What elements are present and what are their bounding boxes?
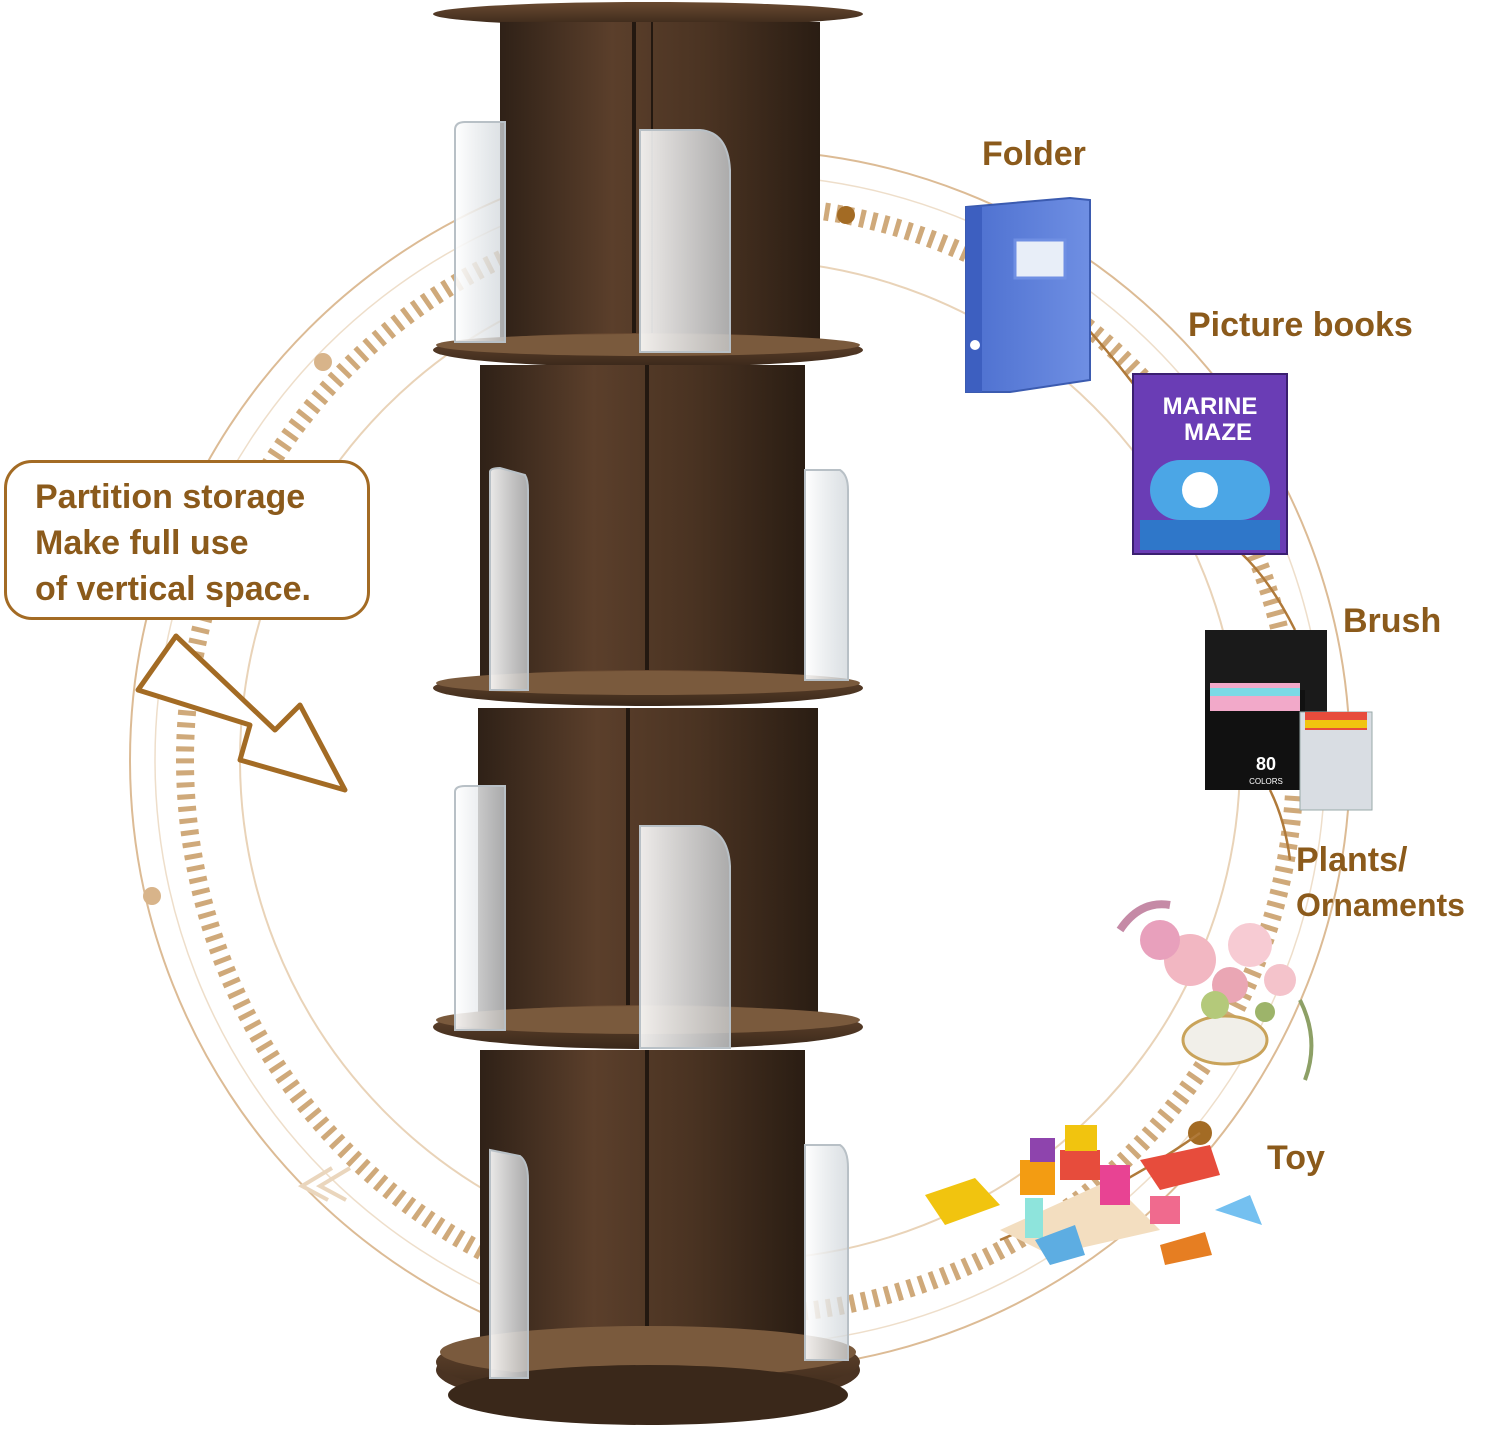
ring-dot-left-top [314, 353, 332, 371]
marker-count: 80 [1256, 754, 1276, 774]
folder-label: Folder [982, 135, 1086, 173]
brush-label: Brush [1343, 602, 1441, 640]
callout-line-3: of vertical space. [35, 570, 311, 608]
ring-dot-top [837, 206, 855, 224]
marker-colors-text: COLORS [1249, 777, 1283, 786]
picture-book-icon: MARINE MAZE [1132, 373, 1288, 555]
partition-storage-callout: Partition storage Make full use of verti… [4, 460, 370, 620]
folder-icon [965, 196, 1091, 393]
book-title-line-1: MARINE [1163, 393, 1258, 420]
shape-sorter-toy-icon [925, 1125, 1262, 1265]
picture-books-label: Picture books [1188, 306, 1413, 344]
rotating-bookshelf [433, 2, 863, 1425]
callout-line-1: Partition storage [35, 478, 306, 516]
plants-label-line-1: Plants/ [1296, 841, 1408, 879]
marker-set-icon: 80 COLORS [1205, 630, 1373, 811]
acrylic-divider [454, 121, 849, 1379]
double-arrow-icon [297, 1166, 352, 1202]
plant-pot-icon [1116, 900, 1314, 1081]
arrow-icon [135, 633, 348, 793]
book-title-line-2: MAZE [1184, 419, 1252, 446]
callout-line-2: Make full use [35, 524, 249, 562]
toy-label: Toy [1267, 1139, 1325, 1177]
plants-label-line-2: Ornaments [1296, 887, 1465, 923]
ring-dot-left-bottom [143, 887, 161, 905]
